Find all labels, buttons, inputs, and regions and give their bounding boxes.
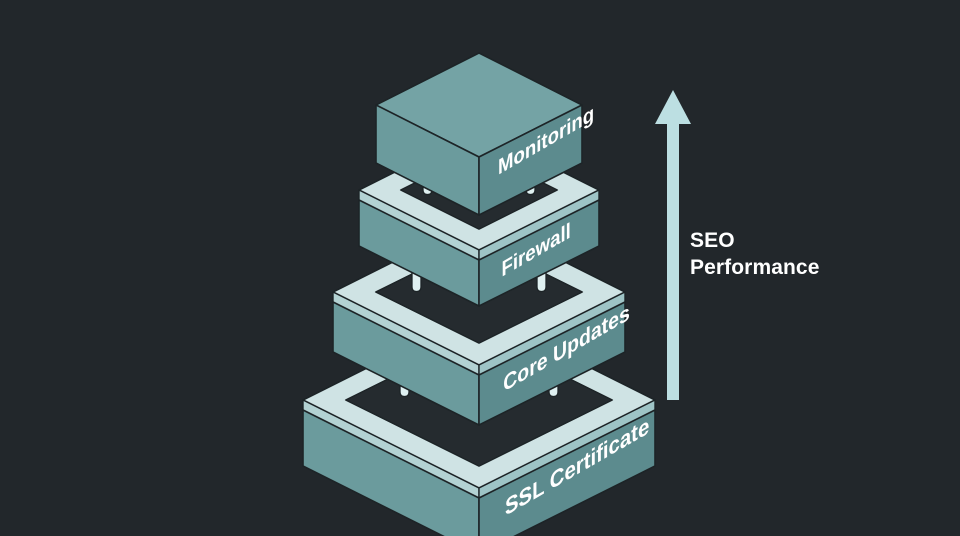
layer-body-right-face <box>478 199 600 307</box>
layer-body-left-face <box>302 409 480 536</box>
legend-line-1: SEO <box>690 229 735 252</box>
legend-line-2: Performance <box>690 255 820 279</box>
seo-performance-up-arrow-icon <box>655 90 691 400</box>
layer-body-right-face <box>478 409 656 536</box>
stack-layer-monitoring[interactable]: Monitoring <box>375 52 594 216</box>
seo-performance-legend: SEO Performance <box>690 228 890 282</box>
layer-body-right-face <box>478 104 583 216</box>
layer-body-right-face <box>478 301 626 426</box>
